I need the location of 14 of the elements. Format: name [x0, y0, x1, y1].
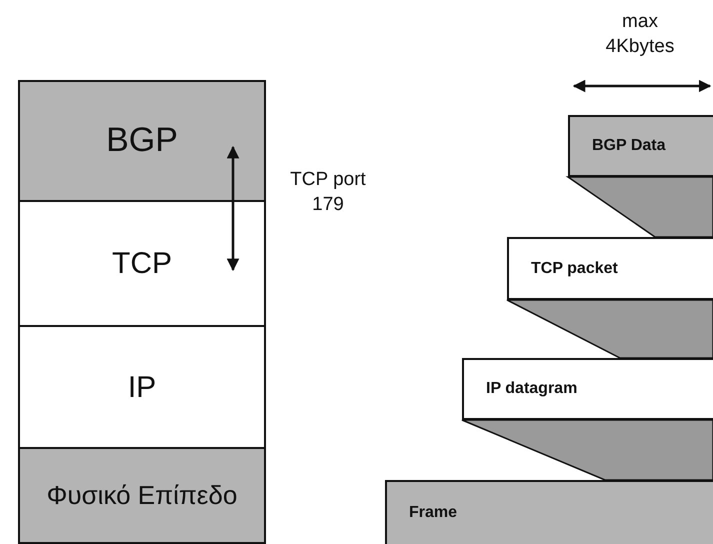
port-label: TCP port 179 [289, 168, 367, 217]
encapsulation-band [566, 176, 713, 238]
data-unit-box: TCP packet [507, 237, 713, 300]
dimension-label: max 4Kbytes [604, 10, 676, 59]
protocol-layer: BGP [18, 80, 266, 202]
protocol-layer: IP [18, 325, 266, 449]
protocol-layer: Φυσικό Επίπεδο [18, 447, 266, 544]
data-unit-box: Frame [385, 480, 713, 544]
data-unit-box: BGP Data [568, 115, 713, 177]
encapsulation-band [461, 419, 713, 481]
protocol-layer: TCP [18, 200, 266, 327]
data-unit-box: IP datagram [462, 358, 713, 420]
encapsulation-band [506, 299, 713, 359]
arrow [226, 146, 240, 272]
